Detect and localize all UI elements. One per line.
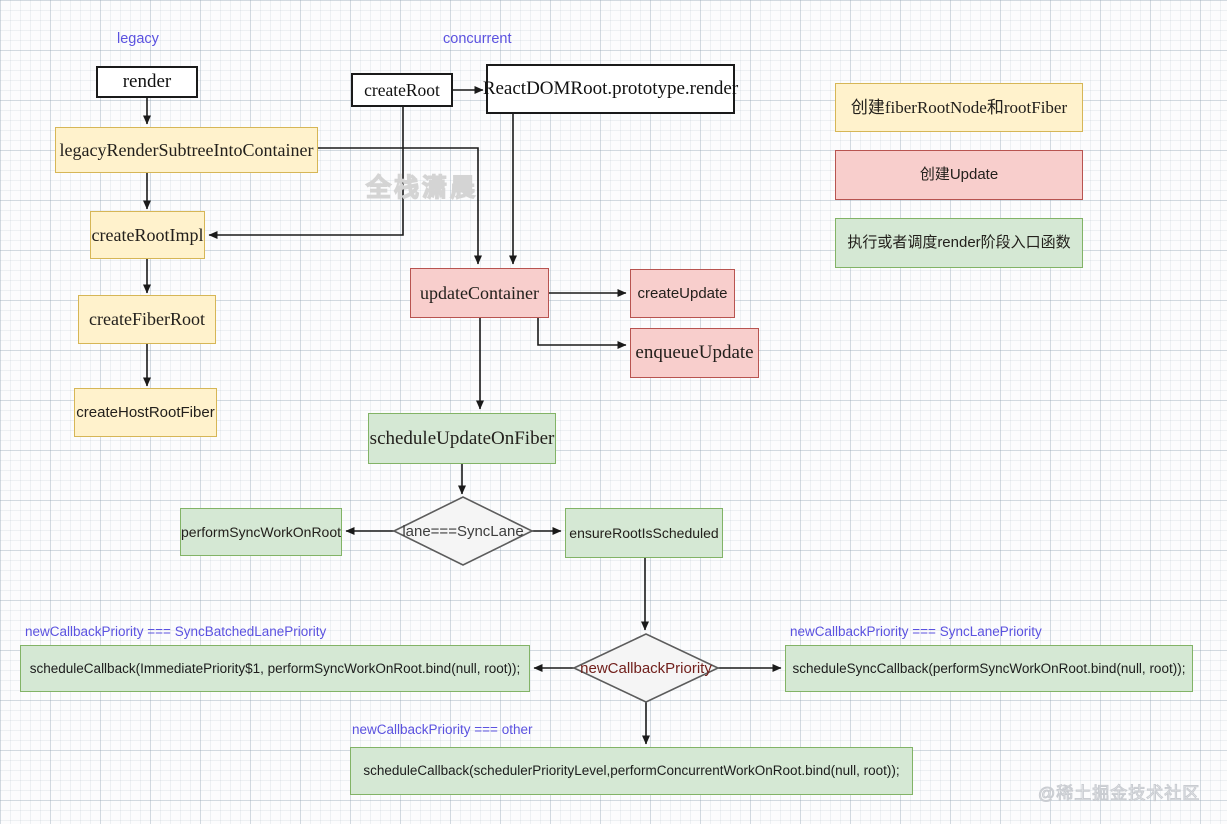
lane-check-diamond-shape [392, 496, 534, 566]
node-create-root: createRoot [351, 73, 453, 107]
branch-label-other: newCallbackPriority === other [352, 722, 533, 737]
branch-code-sync-batched: scheduleCallback(ImmediatePriority$1, pe… [20, 645, 530, 692]
node-create-fiber-root: createFiberRoot [78, 295, 216, 344]
node-legacy-render-subtree-into-container: legacyRenderSubtreeIntoContainer [55, 127, 318, 173]
node-update-container: updateContainer [410, 268, 549, 318]
node-create-host-root-fiber: createHostRootFiber [74, 388, 217, 437]
arrow-legacyrendersubtree-to-updatecontainer [318, 147, 482, 265]
node-perform-sync-work-on-root: performSyncWorkOnRoot [180, 508, 342, 556]
watermark-author: 全栈潇晨 [365, 173, 479, 202]
branch-label-sync-batched: newCallbackPriority === SyncBatchedLaneP… [25, 624, 327, 639]
node-ensure-root-is-scheduled: ensureRootIsScheduled [565, 508, 723, 558]
arrow-createroot-to-createrootimpl [208, 107, 404, 239]
branch-code-sync-lane: scheduleSyncCallback(performSyncWorkOnRo… [785, 645, 1193, 692]
legend-item-create-fiberrootnode: 创建fiberRootNode和rootFiber [835, 83, 1083, 132]
node-create-root-impl: createRootImpl [90, 211, 205, 259]
node-render: render [96, 66, 198, 98]
lane-label-legacy: legacy [117, 31, 159, 47]
legend-item-create-update: 创建Update [835, 150, 1083, 200]
node-create-update: createUpdate [630, 269, 735, 318]
attribution-juejin: @稀土掘金技术社区 [1037, 784, 1201, 804]
priority-check-diamond-shape [572, 633, 720, 703]
branch-code-other: scheduleCallback(schedulerPriorityLevel,… [350, 747, 913, 795]
node-schedule-update-on-fiber: scheduleUpdateOnFiber [368, 413, 556, 464]
lane-check-diamond-label: lane===SyncLane [402, 522, 524, 540]
legend-item-render-entry: 执行或者调度render阶段入口函数 [835, 218, 1083, 268]
branch-label-sync-lane: newCallbackPriority === SyncLanePriority [790, 624, 1042, 639]
arrow-updatecontainer-to-enqueueupdate [537, 318, 627, 349]
node-reactdomroot-prototype-render: ReactDOMRoot.prototype.render [483, 64, 738, 114]
node-enqueue-update: enqueueUpdate [630, 328, 759, 378]
priority-check-diamond-label: newCallbackPriority [580, 659, 712, 677]
lane-label-concurrent: concurrent [443, 31, 512, 47]
